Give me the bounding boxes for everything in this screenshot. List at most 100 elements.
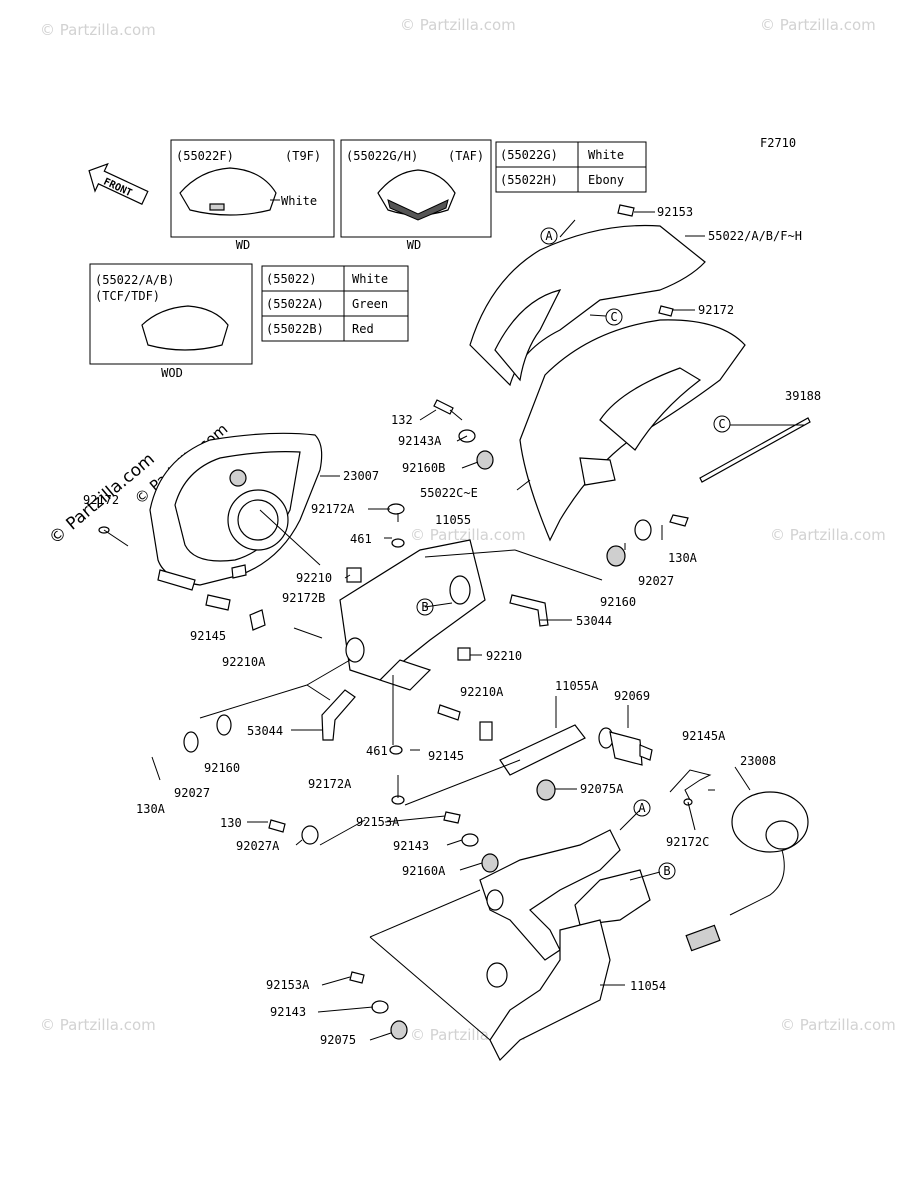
variant-box-55022F: (55022F) (T9F) White WD [170, 139, 335, 252]
callout-letter: C [610, 310, 617, 324]
part-label: 92145 [190, 629, 226, 643]
part-label: 23007 [343, 469, 379, 483]
callout-circle [605, 308, 623, 326]
watermark: © Partzilla.com [40, 1016, 156, 1034]
spring-clip [669, 769, 712, 801]
part-label: 11054 [630, 979, 666, 993]
callout-letter: A [638, 801, 646, 815]
callout-circle [713, 415, 731, 433]
variant-foot: WOD [161, 366, 183, 380]
part-label: 92160 [204, 761, 240, 775]
watermark: © Partzilla.com [400, 16, 516, 34]
lower-bracket [479, 829, 651, 1062]
callouts: A C B C A B [416, 227, 731, 880]
part-label: 92153A [356, 815, 400, 829]
headlight-bulb [598, 727, 653, 766]
part-label: 92069 [614, 689, 650, 703]
part-label: 55022C~E [420, 486, 478, 500]
variant-foot: WD [236, 238, 250, 252]
variant-heading: (55022/A/B) [95, 273, 174, 287]
part-label: 92160A [402, 864, 446, 878]
part-label: 39188 [785, 389, 821, 403]
part-label: 92143 [270, 1005, 306, 1019]
headlight-assembly [149, 432, 323, 591]
watermark: © Partzilla.com [760, 16, 876, 34]
part-label: 55022/A/B/F~H [708, 229, 802, 243]
callout-circle [658, 862, 676, 880]
part-label: 92172B [282, 591, 325, 605]
breather-hose [509, 594, 549, 627]
part-label: 92143 [393, 839, 429, 853]
callout-circle [540, 227, 558, 245]
part-label: 53044 [576, 614, 612, 628]
watermark: © Partzilla.com [770, 526, 886, 544]
part-label: 92172A [308, 777, 352, 791]
table-color: White [588, 148, 624, 162]
part-label: 92210A [222, 655, 266, 669]
part-label: 53044 [247, 724, 283, 738]
table-color: Red [352, 322, 374, 336]
part-label: 130 [220, 816, 242, 830]
part-label: 92153A [266, 978, 310, 992]
table-part: (55022G) [500, 148, 558, 162]
upper-cowl [469, 224, 746, 542]
table-part: (55022A) [266, 297, 324, 311]
fasteners [98, 204, 693, 1040]
part-label: 92027A [236, 839, 280, 853]
table-color: Ebony [588, 173, 624, 187]
part-label: 461 [350, 532, 372, 546]
part-label: 92153 [657, 205, 693, 219]
headlight-housing-bracket [339, 539, 486, 691]
part-labels: 92153 55022/A/B/F~H 92172 39188 132 9214… [83, 205, 821, 1047]
callout-letter: A [545, 229, 553, 243]
part-label: 461 [366, 744, 388, 758]
watermark: © Partzilla.com [410, 526, 526, 544]
part-label: 92172C [666, 835, 709, 849]
table-color: White [352, 272, 388, 286]
variant-code: (T9F) [285, 149, 321, 163]
variant-foot: WD [407, 238, 421, 252]
callout-letter: B [663, 864, 670, 878]
part-label: 92160B [402, 461, 445, 475]
watermark: © Partzilla.com [40, 21, 156, 39]
part-label: 11055 [435, 513, 471, 527]
watermark: © Partzilla.com [780, 1016, 896, 1034]
diagram-code: F2710 [760, 136, 796, 150]
leader-lines [199, 211, 805, 1041]
part-label: 92145 [428, 749, 464, 763]
variant-heading: (55022F) [176, 149, 234, 163]
table-part: (55022) [266, 272, 317, 286]
table-part: (55022H) [500, 173, 558, 187]
callout-circle [416, 598, 434, 616]
part-label: 132 [391, 413, 413, 427]
table-color: Green [352, 297, 388, 311]
part-label: 92210 [296, 571, 332, 585]
variant-heading: (55022G/H) [346, 149, 418, 163]
position-light [685, 791, 809, 952]
part-label: 92145A [682, 729, 726, 743]
variant-color: White [281, 194, 317, 208]
part-label: 92143A [398, 434, 442, 448]
callout-letter: C [718, 417, 725, 431]
part-label: 92075A [580, 782, 624, 796]
part-label: 11055A [555, 679, 599, 693]
variant-box-55022GH: (55022G/H) (TAF) WD [340, 139, 492, 252]
color-table-gh: (55022G) White (55022H) Ebony [495, 141, 647, 193]
part-label: 92210A [460, 685, 504, 699]
part-label: 130A [668, 551, 698, 565]
part-label: 92160 [600, 595, 636, 609]
part-label: 92210 [486, 649, 522, 663]
part-label: 130A [136, 802, 166, 816]
breather-hose [321, 689, 356, 741]
front-arrow: FRONT [88, 162, 149, 205]
color-table-ab: (55022) White (55022A) Green (55022B) Re… [261, 265, 409, 342]
callout-circle [633, 799, 651, 817]
part-label: 23008 [740, 754, 776, 768]
variant-code: (TAF) [448, 149, 484, 163]
part-label: 92027 [638, 574, 674, 588]
callout-letter: B [421, 600, 428, 614]
part-label: 92075 [320, 1033, 356, 1047]
part-label: 92172A [311, 502, 355, 516]
part-label: 92027 [174, 786, 210, 800]
